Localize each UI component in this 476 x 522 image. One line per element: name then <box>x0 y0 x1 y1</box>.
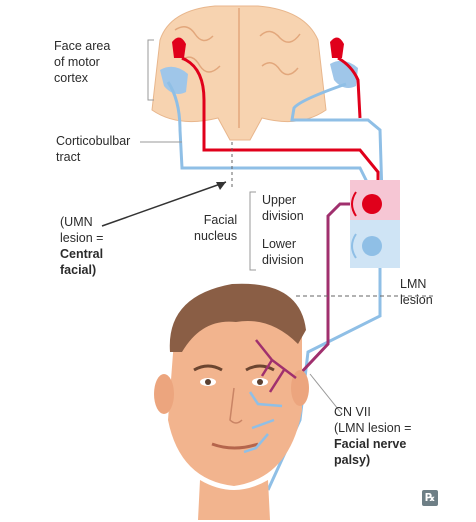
lmn-lesion-label: LMN lesion <box>400 276 433 308</box>
facial-nucleus-line-1: Facial <box>203 213 238 227</box>
face-area-bracket <box>147 39 154 101</box>
umn-arrow <box>101 181 227 227</box>
cn7-pointer <box>309 373 343 415</box>
cn7-line-1: CN VII <box>334 405 371 419</box>
umn-label: (UMN lesion = Central facial) <box>60 214 103 278</box>
lmn-line-1: LMN <box>400 277 427 291</box>
facial-nucleus-line-2: nucleus <box>194 229 238 243</box>
motor-cortex-marker-left <box>172 37 186 58</box>
lower-division-label: Lower division <box>262 236 304 268</box>
upper-division-label: Upper division <box>262 192 304 224</box>
face-area-line-2: of motor <box>54 55 100 69</box>
upper-division-line-1: Upper <box>262 193 297 207</box>
cn7-line-3: Facial nerve <box>334 437 407 451</box>
corticobulbar-line-1: Corticobulbar <box>56 134 131 148</box>
umn-line-1: (UMN <box>60 215 93 229</box>
cn7-label: CN VII (LMN lesion = Facial nerve palsy) <box>334 404 411 468</box>
upper-division-line-2: division <box>262 209 304 223</box>
lmn-line-2: lesion <box>400 293 433 307</box>
umn-line-3: Central <box>60 247 104 261</box>
brain-icon <box>151 5 327 141</box>
face-icon <box>154 283 309 520</box>
motor-cortex-marker-right <box>330 37 344 58</box>
facial-nerve-branches <box>243 339 297 454</box>
lower-division-line-2: division <box>262 253 304 267</box>
umn-line-2: lesion = <box>60 231 104 245</box>
cn7-line-4: palsy) <box>334 453 371 467</box>
face-area-line-3: cortex <box>54 71 89 85</box>
cn7-line-2: (LMN lesion = <box>334 421 412 435</box>
facial-nucleus-label: Facial nucleus <box>194 212 237 244</box>
face-area-line-1: Face area <box>54 39 111 53</box>
corticobulbar-label: Corticobulbar tract <box>56 133 130 165</box>
nucleus-bracket <box>249 191 256 271</box>
rx-icon: ℞ <box>422 490 438 506</box>
nucleus-icon <box>350 180 400 268</box>
corticobulbar-line-2: tract <box>56 150 81 164</box>
umn-arrowhead <box>216 182 226 190</box>
umn-line-4: facial) <box>60 263 97 277</box>
lower-division-line-1: Lower <box>262 237 297 251</box>
corticobulbar-tract-upper <box>181 56 380 196</box>
face-area-label: Face area of motor cortex <box>54 38 110 86</box>
cortex-blue-left <box>160 66 188 94</box>
